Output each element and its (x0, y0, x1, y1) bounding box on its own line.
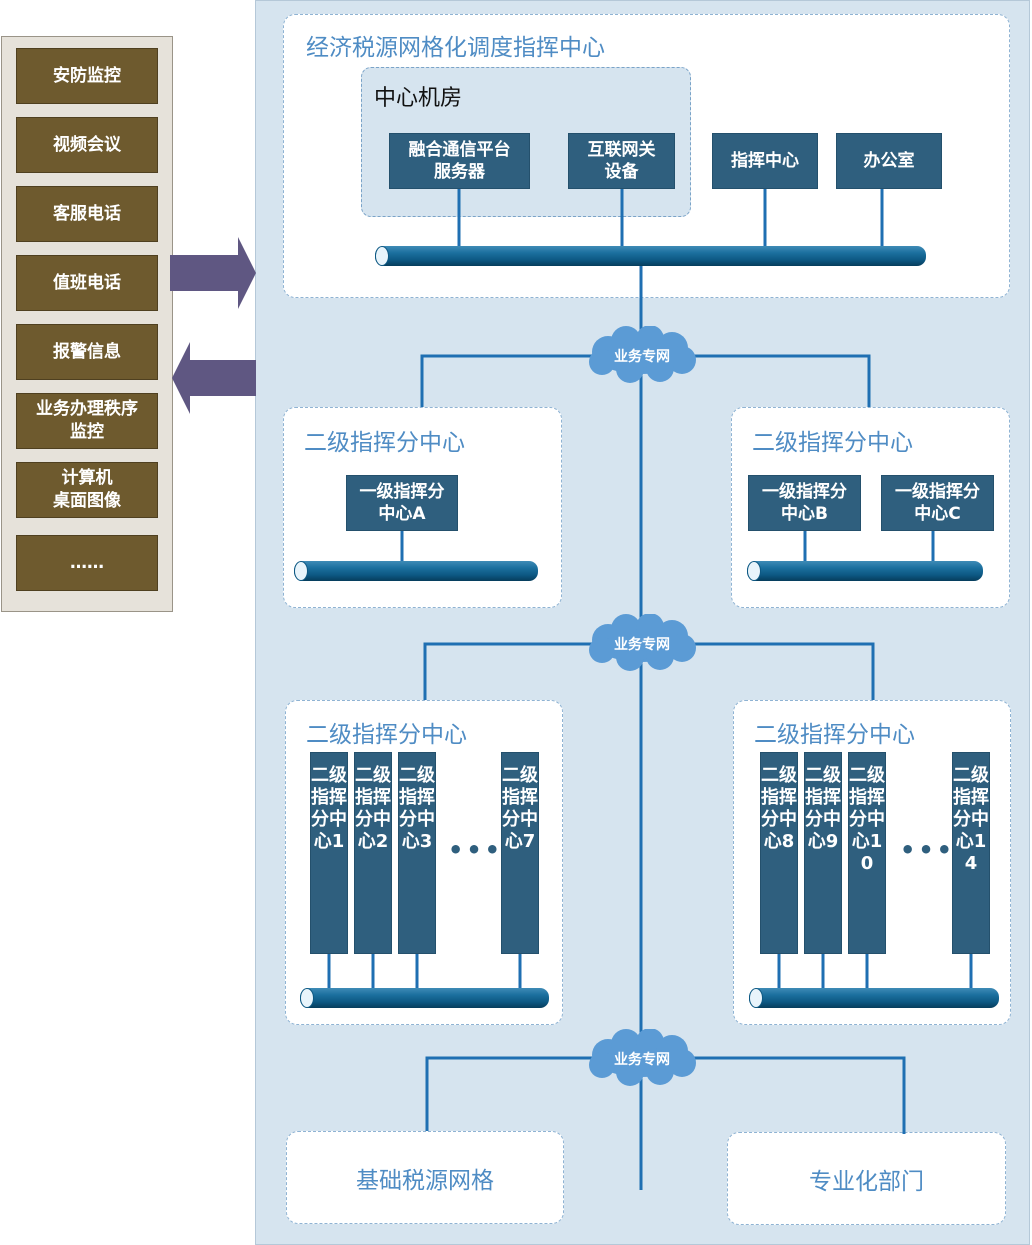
ellipsis-left: ••• (448, 836, 504, 864)
network-label-1: 业务专网 (614, 348, 670, 365)
business-network-cloud-1: 业务专网 (589, 326, 696, 383)
command-center-title: 经济税源网格化调度指挥中心 (306, 35, 605, 61)
arrow-right-icon (170, 237, 256, 309)
business-network-cloud-2: 业务专网 (589, 614, 696, 671)
source-item-desktop-image[interactable]: 计算机 桌面图像 (16, 462, 158, 518)
source-item-video-conference[interactable]: 视频会议 (16, 117, 158, 173)
sub-center-title-bc: 二级指挥分中心 (752, 430, 913, 456)
node-level1-center-c[interactable]: 一级指挥分 中心C (881, 475, 994, 531)
source-item-business-order[interactable]: 业务办理秩序 监控 (16, 393, 158, 449)
bus-sub-center-right (749, 988, 999, 1008)
node-office[interactable]: 办公室 (836, 133, 942, 189)
center-bus (375, 246, 926, 266)
sub-center-title-right: 二级指挥分中心 (754, 722, 915, 748)
node-sub-center-3[interactable]: 二级指挥分中心3 (398, 752, 436, 954)
basic-tax-grid-box[interactable]: 基础税源网格 (286, 1131, 564, 1224)
node-sub-center-2[interactable]: 二级指挥分中心2 (354, 752, 392, 954)
basic-tax-grid-label: 基础税源网格 (356, 1167, 494, 1194)
node-sub-center-1[interactable]: 二级指挥分中心1 (310, 752, 348, 954)
bus-sub-center-a (294, 561, 538, 581)
node-internet-gateway[interactable]: 互联网关 设备 (568, 133, 675, 189)
network-label-3: 业务专网 (614, 1051, 670, 1068)
bus-sub-center-left (300, 988, 549, 1008)
business-network-cloud-3: 业务专网 (589, 1029, 696, 1086)
node-sub-center-9[interactable]: 二级指挥分中心9 (804, 752, 842, 954)
node-sub-center-7[interactable]: 二级指挥分中心7 (501, 752, 539, 954)
node-sub-center-10[interactable]: 二级指挥分中心10 (848, 752, 886, 954)
source-item-customer-phone[interactable]: 客服电话 (16, 186, 158, 242)
network-label-2: 业务专网 (614, 636, 670, 653)
bus-sub-center-bc (747, 561, 983, 581)
node-sub-center-8[interactable]: 二级指挥分中心8 (760, 752, 798, 954)
specialized-department-box[interactable]: 专业化部门 (727, 1132, 1006, 1225)
source-item-alarm-info[interactable]: 报警信息 (16, 324, 158, 380)
sub-center-title-left: 二级指挥分中心 (306, 722, 467, 748)
node-command-center[interactable]: 指挥中心 (712, 133, 818, 189)
ellipsis-right: ••• (900, 836, 956, 864)
specialized-department-label: 专业化部门 (809, 1168, 924, 1195)
sub-center-title-a: 二级指挥分中心 (304, 430, 465, 456)
source-item-more[interactable]: …… (16, 535, 158, 591)
arrow-left-icon (172, 342, 256, 414)
machine-room-title: 中心机房 (374, 86, 463, 111)
node-fusion-comm-server[interactable]: 融合通信平台 服务器 (389, 133, 530, 189)
source-item-security-monitoring[interactable]: 安防监控 (16, 48, 158, 104)
source-item-duty-phone[interactable]: 值班电话 (16, 255, 158, 311)
node-level1-center-b[interactable]: 一级指挥分 中心B (748, 475, 861, 531)
node-sub-center-14[interactable]: 二级指挥分中心14 (952, 752, 990, 954)
node-level1-center-a[interactable]: 一级指挥分 中心A (346, 475, 458, 531)
